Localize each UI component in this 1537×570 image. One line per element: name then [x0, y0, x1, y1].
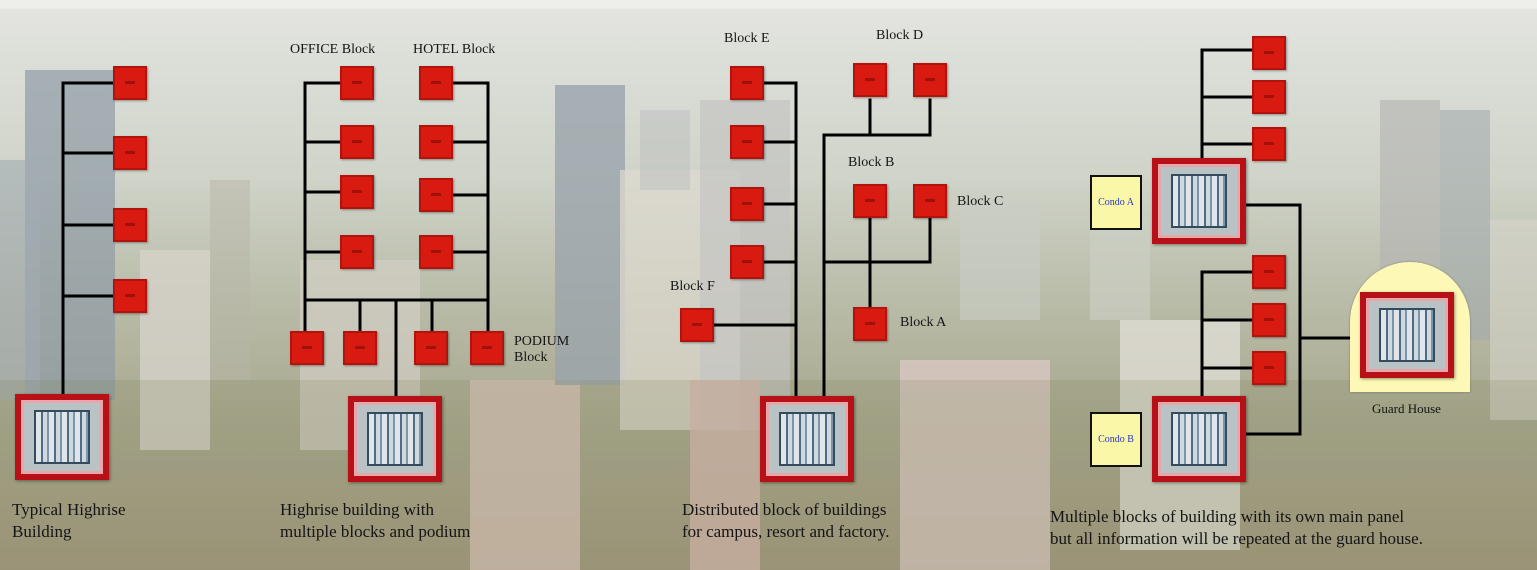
caption-line: Multiple blocks of building with its own…: [1050, 507, 1405, 526]
branch-line: [303, 298, 434, 332]
fire-alarm-node-icon: [470, 331, 504, 365]
caption-line: for campus, resort and factory.: [682, 522, 890, 542]
fire-alarm-node-icon: [113, 208, 147, 242]
fire-alarm-node-icon: [113, 136, 147, 170]
fire-alarm-node-icon: [290, 331, 324, 365]
fire-alarm-node-icon: [414, 331, 448, 365]
fire-alarm-node-icon: [340, 66, 374, 100]
fire-alarm-node-icon: [1252, 351, 1286, 385]
branch-line: [762, 81, 798, 264]
fire-alarm-node-icon: [730, 66, 764, 100]
fire-alarm-node-icon: [340, 175, 374, 209]
fire-alarm-node-icon: [913, 63, 947, 97]
branch-line: [451, 81, 490, 254]
fire-alarm-node-icon: [1252, 80, 1286, 114]
fire-alarm-node-icon: [1252, 127, 1286, 161]
caption-line: Highrise building with: [280, 500, 434, 519]
fire-alarm-node-icon: [853, 184, 887, 218]
block-f-label: Block F: [670, 279, 715, 294]
fire-alarm-node-icon: [1252, 36, 1286, 70]
caption-line: Typical Highrise: [12, 500, 126, 519]
fire-alarm-node-icon: [419, 125, 453, 159]
fire-alarm-node-icon: [419, 178, 453, 212]
caption-line: Distributed block of buildings: [682, 500, 887, 519]
fire-alarm-node-icon: [113, 66, 147, 100]
caption-line: Building: [12, 522, 72, 542]
hotel-block-label: HOTEL Block: [413, 42, 496, 57]
main-fire-panel-icon: [760, 396, 854, 482]
fire-alarm-node-icon: [853, 307, 887, 341]
fire-alarm-node-icon: [853, 63, 887, 97]
fire-alarm-node-icon: [419, 235, 453, 269]
riser-line: [822, 98, 932, 400]
caption-multi-block: Highrise building with multiple blocks a…: [280, 499, 470, 543]
riser-line: [303, 81, 490, 332]
condo-a-label: Condo A: [1098, 197, 1134, 208]
block-b-label: Block B: [848, 155, 895, 170]
caption-line: multiple blocks and podium: [280, 522, 471, 542]
caption-line: but all information will be repeated at …: [1050, 529, 1423, 549]
caption-typical-highrise: Typical Highrise Building: [12, 499, 126, 543]
fire-alarm-node-icon: [113, 279, 147, 313]
podium-line-2: Block: [514, 350, 548, 366]
fire-alarm-node-icon: [1252, 255, 1286, 289]
main-fire-panel-icon: [1360, 292, 1454, 378]
condo-b-box: Condo B: [1090, 412, 1142, 467]
fire-alarm-node-icon: [340, 125, 374, 159]
caption-distributed: Distributed block of buildings for campu…: [682, 499, 890, 543]
block-d-label: Block D: [876, 28, 924, 43]
fire-alarm-node-icon: [913, 184, 947, 218]
block-c-label: Block C: [957, 194, 1004, 209]
podium-line-1: PODIUM: [514, 334, 570, 349]
condo-b-label: Condo B: [1098, 434, 1134, 445]
fire-alarm-node-icon: [340, 235, 374, 269]
fire-alarm-node-icon: [730, 187, 764, 221]
fire-alarm-node-icon: [730, 125, 764, 159]
block-e-label: Block E: [724, 31, 770, 46]
riser-line: [1200, 48, 1254, 162]
office-block-label: OFFICE Block: [290, 42, 376, 57]
podium-block-label: PODIUM Block: [514, 334, 569, 366]
branch-line: [303, 81, 342, 254]
condo-a-box: Condo A: [1090, 175, 1142, 230]
fire-alarm-node-icon: [1252, 303, 1286, 337]
riser-line: [1200, 270, 1254, 400]
branch-line: [61, 81, 115, 298]
fire-alarm-node-icon: [730, 245, 764, 279]
guard-house-label: Guard House: [1372, 401, 1441, 416]
fire-alarm-node-icon: [419, 66, 453, 100]
caption-guard-house: Multiple blocks of building with its own…: [1050, 506, 1423, 550]
main-fire-panel-icon: [1152, 396, 1246, 482]
main-fire-panel-icon: [348, 396, 442, 482]
riser-line: [822, 216, 932, 308]
block-a-label: Block A: [900, 315, 947, 330]
main-fire-panel-icon: [15, 394, 109, 480]
fire-alarm-node-icon: [680, 308, 714, 342]
main-fire-panel-icon: [1152, 158, 1246, 244]
fire-alarm-node-icon: [343, 331, 377, 365]
